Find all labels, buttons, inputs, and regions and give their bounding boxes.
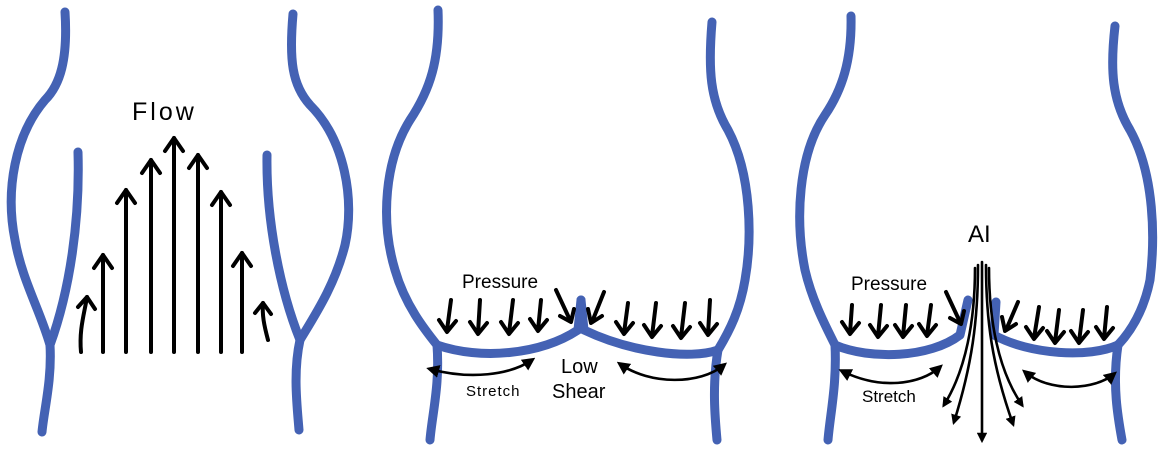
pressure-label: Pressure — [462, 272, 538, 293]
flow-label: Flow — [132, 98, 197, 126]
leaflet-right — [581, 300, 718, 354]
pressure-label: Pressure — [851, 274, 927, 295]
leaflet-left — [50, 152, 78, 345]
flow-arrows — [78, 138, 271, 352]
vessel-wall-right — [291, 14, 348, 430]
panel-regurgitation: AI Pressure Stretch — [800, 16, 1153, 440]
panel-pressure: Pressure Stretch Low Shear — [387, 10, 749, 440]
stretch-arrow-right — [620, 364, 724, 380]
panel-flow: Flow — [11, 12, 348, 432]
shear-label-line2: Shear — [552, 381, 606, 403]
stretch-arrow-right — [1025, 372, 1114, 387]
stretch-label: Stretch — [862, 387, 916, 406]
shear-label-line1: Low — [561, 356, 598, 378]
stretch-label: Stretch — [466, 383, 521, 400]
vessel-wall-left — [800, 16, 851, 440]
stretch-arrow-left — [430, 360, 532, 375]
vessel-wall-left — [387, 10, 439, 440]
vessel-wall-right — [710, 22, 749, 440]
vessel-wall-right — [1113, 26, 1153, 440]
vessel-wall-left — [11, 12, 65, 432]
ai-label: AI — [968, 221, 991, 248]
stretch-arrow-left — [842, 367, 940, 383]
regurgitant-jet — [944, 262, 1022, 440]
